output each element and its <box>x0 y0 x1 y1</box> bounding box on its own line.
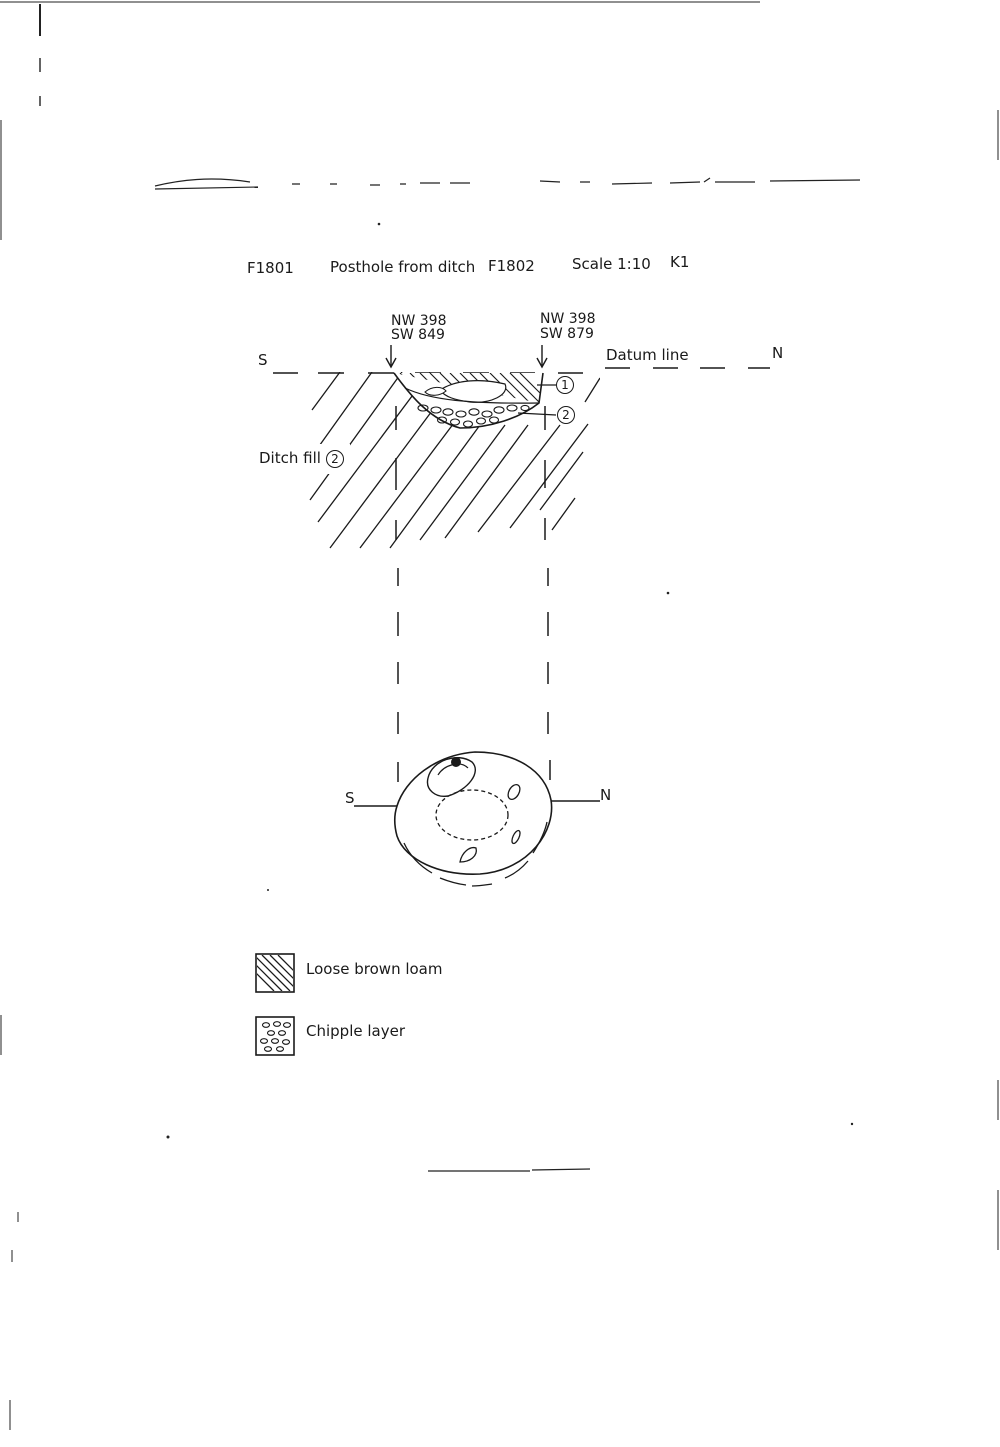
plan-north-label: N <box>600 786 612 804</box>
datum-line <box>273 367 770 374</box>
projection-lines <box>395 406 551 782</box>
section-south-label: S <box>258 351 268 369</box>
layer-1-marker: 1 <box>556 376 574 394</box>
section-point-arrows <box>385 345 548 369</box>
right-point-sw: SW 879 <box>540 326 594 342</box>
plan-view <box>354 751 600 887</box>
legend-hatch-pattern <box>255 953 295 993</box>
post-stone <box>426 757 476 797</box>
layer-2-marker: 2 <box>557 406 575 424</box>
legend-chipple-label: Chipple layer <box>306 1022 405 1040</box>
ditch-edge-dashed <box>403 821 548 887</box>
ditch-fill-label: Ditch fill <box>259 449 321 467</box>
ditch-id: F1802 <box>488 257 535 275</box>
post-dot <box>451 757 461 767</box>
sheet-label: K1 <box>670 253 690 271</box>
section-north-label: N <box>772 344 784 362</box>
legend-pebble-pattern <box>255 1016 295 1056</box>
feature-id: F1801 <box>247 259 294 277</box>
chipple-layer <box>417 404 530 428</box>
datum-line-label: Datum line <box>606 346 689 364</box>
ditch-fill-marker: 2 <box>326 450 344 468</box>
left-point-sw: SW 849 <box>391 327 445 343</box>
section-view <box>255 345 770 782</box>
left-point-nw: NW 398 <box>391 313 447 329</box>
posthole-base-dashed <box>435 789 509 841</box>
plan-south-label: S <box>345 789 355 807</box>
scale-label: Scale 1:10 <box>572 255 651 273</box>
right-point-nw: NW 398 <box>540 311 596 327</box>
feature-description: Posthole from ditch <box>330 258 476 276</box>
legend-loam-label: Loose brown loam <box>306 960 443 978</box>
posthole-plan-outline <box>393 751 553 875</box>
stone-lens <box>439 380 507 403</box>
